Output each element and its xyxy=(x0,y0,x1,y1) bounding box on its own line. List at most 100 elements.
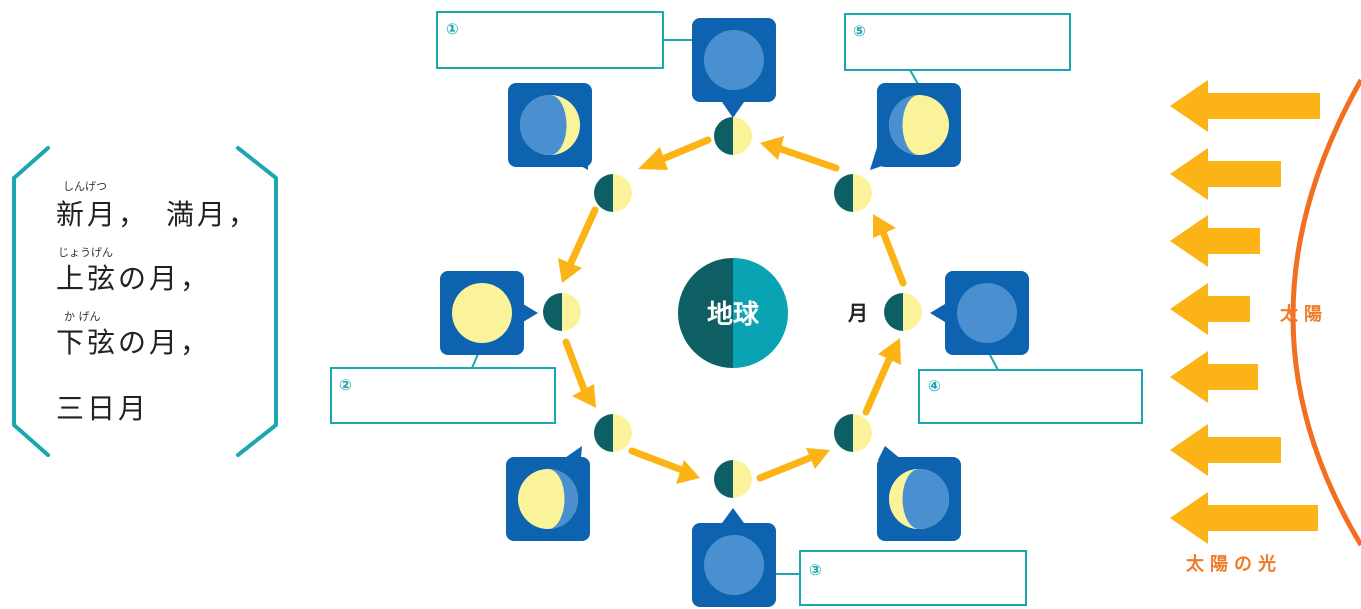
answer-box-5[interactable]: ⑤ xyxy=(844,13,1071,71)
sunlight-arrow-1 xyxy=(1170,80,1320,132)
sunlight-arrow-5 xyxy=(1170,351,1258,403)
orbit-moon-dark-half xyxy=(884,293,903,331)
orbit-moon-8 xyxy=(834,174,872,212)
earth: 地球 xyxy=(678,258,788,368)
phase-card-lower-left xyxy=(506,446,590,541)
word-bank-ruby-shingetsu: しんげつ xyxy=(63,180,107,193)
moon-lit-part xyxy=(889,469,919,529)
orbit-arrow-5 xyxy=(756,453,816,482)
phase-card-upper-left xyxy=(508,83,592,170)
orbit-moon-2 xyxy=(594,174,632,212)
sun-arc xyxy=(1290,78,1361,547)
word-bank-ruby-jougen: じょうげん xyxy=(58,246,113,259)
connector-2 xyxy=(471,353,479,369)
answer-box-2-number: ② xyxy=(339,376,352,394)
phase-card-left xyxy=(440,271,538,355)
answer-box-1-number: ① xyxy=(446,20,459,38)
phase-card-top xyxy=(692,18,776,118)
answer-box-4-number: ④ xyxy=(928,377,941,395)
orbit-arrow-7 xyxy=(879,228,907,287)
orbit-moon-lit-half xyxy=(613,414,632,452)
sunlight-arrow-6 xyxy=(1170,424,1281,476)
card-tail xyxy=(878,446,902,460)
moon-disc xyxy=(957,283,1017,343)
orbit-moon-lit-half xyxy=(613,174,632,212)
sunlight-arrow-7 xyxy=(1170,492,1318,544)
phase-card-bottom xyxy=(692,508,776,607)
word-bank-line-last-quarter: 下弦の月， xyxy=(56,326,211,359)
orbit-arrow-2 xyxy=(566,206,599,269)
answer-box-5-number: ⑤ xyxy=(853,22,866,40)
orbit-moon-lit-half xyxy=(562,293,581,331)
sunlight-arrow-4 xyxy=(1170,283,1250,335)
orbit-arrow-head-3 xyxy=(572,384,596,408)
orbit-moon-lit-half xyxy=(853,174,872,212)
word-bank-right-bracket xyxy=(236,146,278,457)
sunlight-arrow-2 xyxy=(1170,148,1281,200)
moon-shadow xyxy=(889,95,920,155)
orbit-arrow-8 xyxy=(774,144,840,172)
orbit-moon-5 xyxy=(714,460,752,498)
card-tail xyxy=(722,508,744,523)
answer-box-3-number: ③ xyxy=(809,561,822,579)
phase-card-upper-right xyxy=(870,83,961,170)
earth-label: 地球 xyxy=(707,300,760,330)
orbit-moons xyxy=(543,117,922,498)
orbit-arrow-head-1 xyxy=(638,147,668,170)
orbit-arrow-4 xyxy=(628,447,686,474)
moon-shadow xyxy=(734,535,764,595)
connector-4 xyxy=(989,354,999,371)
answer-box-4[interactable]: ④ xyxy=(918,369,1143,424)
word-bank-left-bracket xyxy=(12,146,50,457)
earth-dark-half xyxy=(678,258,733,368)
earth-light-half xyxy=(733,258,788,368)
phase-card-right xyxy=(930,271,1029,355)
moon-disc xyxy=(452,283,512,343)
orbit-arrow-head-8 xyxy=(760,136,784,160)
orbit-arrow-head-6 xyxy=(878,338,901,365)
sunlight-arrow-3 xyxy=(1170,215,1260,267)
orbit-moon-lit-half xyxy=(733,117,752,155)
orbit-arrow-head-7 xyxy=(873,214,896,238)
orbit-moon-dark-half xyxy=(714,460,733,498)
orbit-moon-3 xyxy=(543,293,581,331)
connector-5 xyxy=(909,69,919,85)
word-bank-line-first-quarter: 上弦の月， xyxy=(56,262,211,295)
word-bank-line-new-full-moon: 新月， 満月， xyxy=(56,198,259,231)
card-tail xyxy=(930,304,945,322)
connector-lines xyxy=(471,39,999,575)
moon-phase-cards xyxy=(440,18,1029,607)
orbit-moon-dark-half xyxy=(834,414,853,452)
orbit-arrow-6 xyxy=(862,351,895,416)
sunlight-arrows xyxy=(1170,80,1320,544)
moon-lit-part xyxy=(550,95,580,155)
sun-label: 太陽 xyxy=(1280,303,1328,325)
orbit-moon-1 xyxy=(714,117,752,155)
answer-box-1[interactable]: ① xyxy=(436,11,664,69)
answer-box-3[interactable]: ③ xyxy=(799,550,1027,606)
word-bank-ruby-kagen: か げん xyxy=(64,310,101,323)
orbit-moon-6 xyxy=(834,414,872,452)
card-tail xyxy=(722,102,744,118)
phase-card-lower-right xyxy=(877,446,961,541)
sunlight-label: 太陽の光 xyxy=(1186,553,1282,575)
moon-shadow xyxy=(704,30,734,90)
orbit-moon-dark-half xyxy=(594,414,613,452)
orbit-arrow-head-4 xyxy=(676,460,700,484)
moon-label: 月 xyxy=(847,301,868,325)
orbit-moon-lit-half xyxy=(903,293,922,331)
orbit-moon-7 xyxy=(884,293,922,331)
orbit-moon-dark-half xyxy=(594,174,613,212)
orbit-arrow-head-2 xyxy=(558,258,582,283)
answer-box-2[interactable]: ② xyxy=(330,367,556,424)
moon-shadow xyxy=(548,469,578,529)
orbit-moon-dark-half xyxy=(834,174,853,212)
orbit-moon-dark-half xyxy=(714,117,733,155)
orbit-moon-lit-half xyxy=(733,460,752,498)
orbit-moon-dark-half xyxy=(543,293,562,331)
orbit-moon-lit-half xyxy=(853,414,872,452)
card-tail xyxy=(523,304,538,322)
orbit-moon-4 xyxy=(594,414,632,452)
orbit-arrows xyxy=(558,136,907,484)
